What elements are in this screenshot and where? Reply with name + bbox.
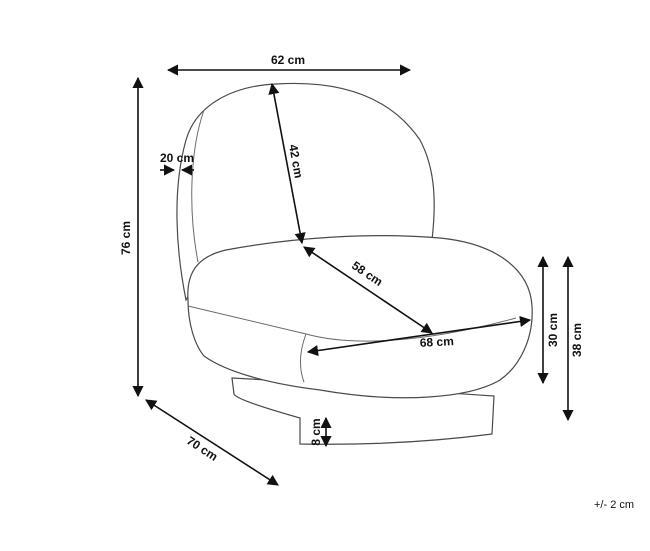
dimension-depth: 70 cm [145, 399, 279, 486]
seat-front-corner [299, 333, 307, 383]
tolerance-note: +/- 2 cm [594, 499, 634, 511]
label-back-height: 42 cm [286, 143, 306, 179]
dimension-seat-height: 38 cm [562, 255, 584, 422]
label-seat-width: 68 cm [419, 334, 454, 350]
label-total-height: 76 cm [119, 221, 133, 255]
label-back-thickness: 20 cm [160, 151, 194, 165]
dimension-base-height: 8 cm [309, 416, 332, 448]
label-seat-height: 38 cm [570, 323, 584, 357]
label-top-width: 62 cm [271, 53, 305, 67]
dimension-back-height: 42 cm [268, 82, 306, 245]
label-depth: 70 cm [184, 434, 220, 464]
dimension-seat-width: 68 cm [306, 315, 532, 357]
dimension-total-height: 76 cm [119, 76, 144, 398]
dimension-seat-thickness: 30 cm [537, 255, 560, 385]
dimension-back-thickness: 20 cm [160, 151, 194, 176]
label-seat-thickness: 30 cm [546, 313, 560, 347]
dimension-top-width: 62 cm [166, 53, 412, 76]
label-base-height: 8 cm [309, 418, 323, 445]
backrest-side-edge [191, 109, 205, 263]
